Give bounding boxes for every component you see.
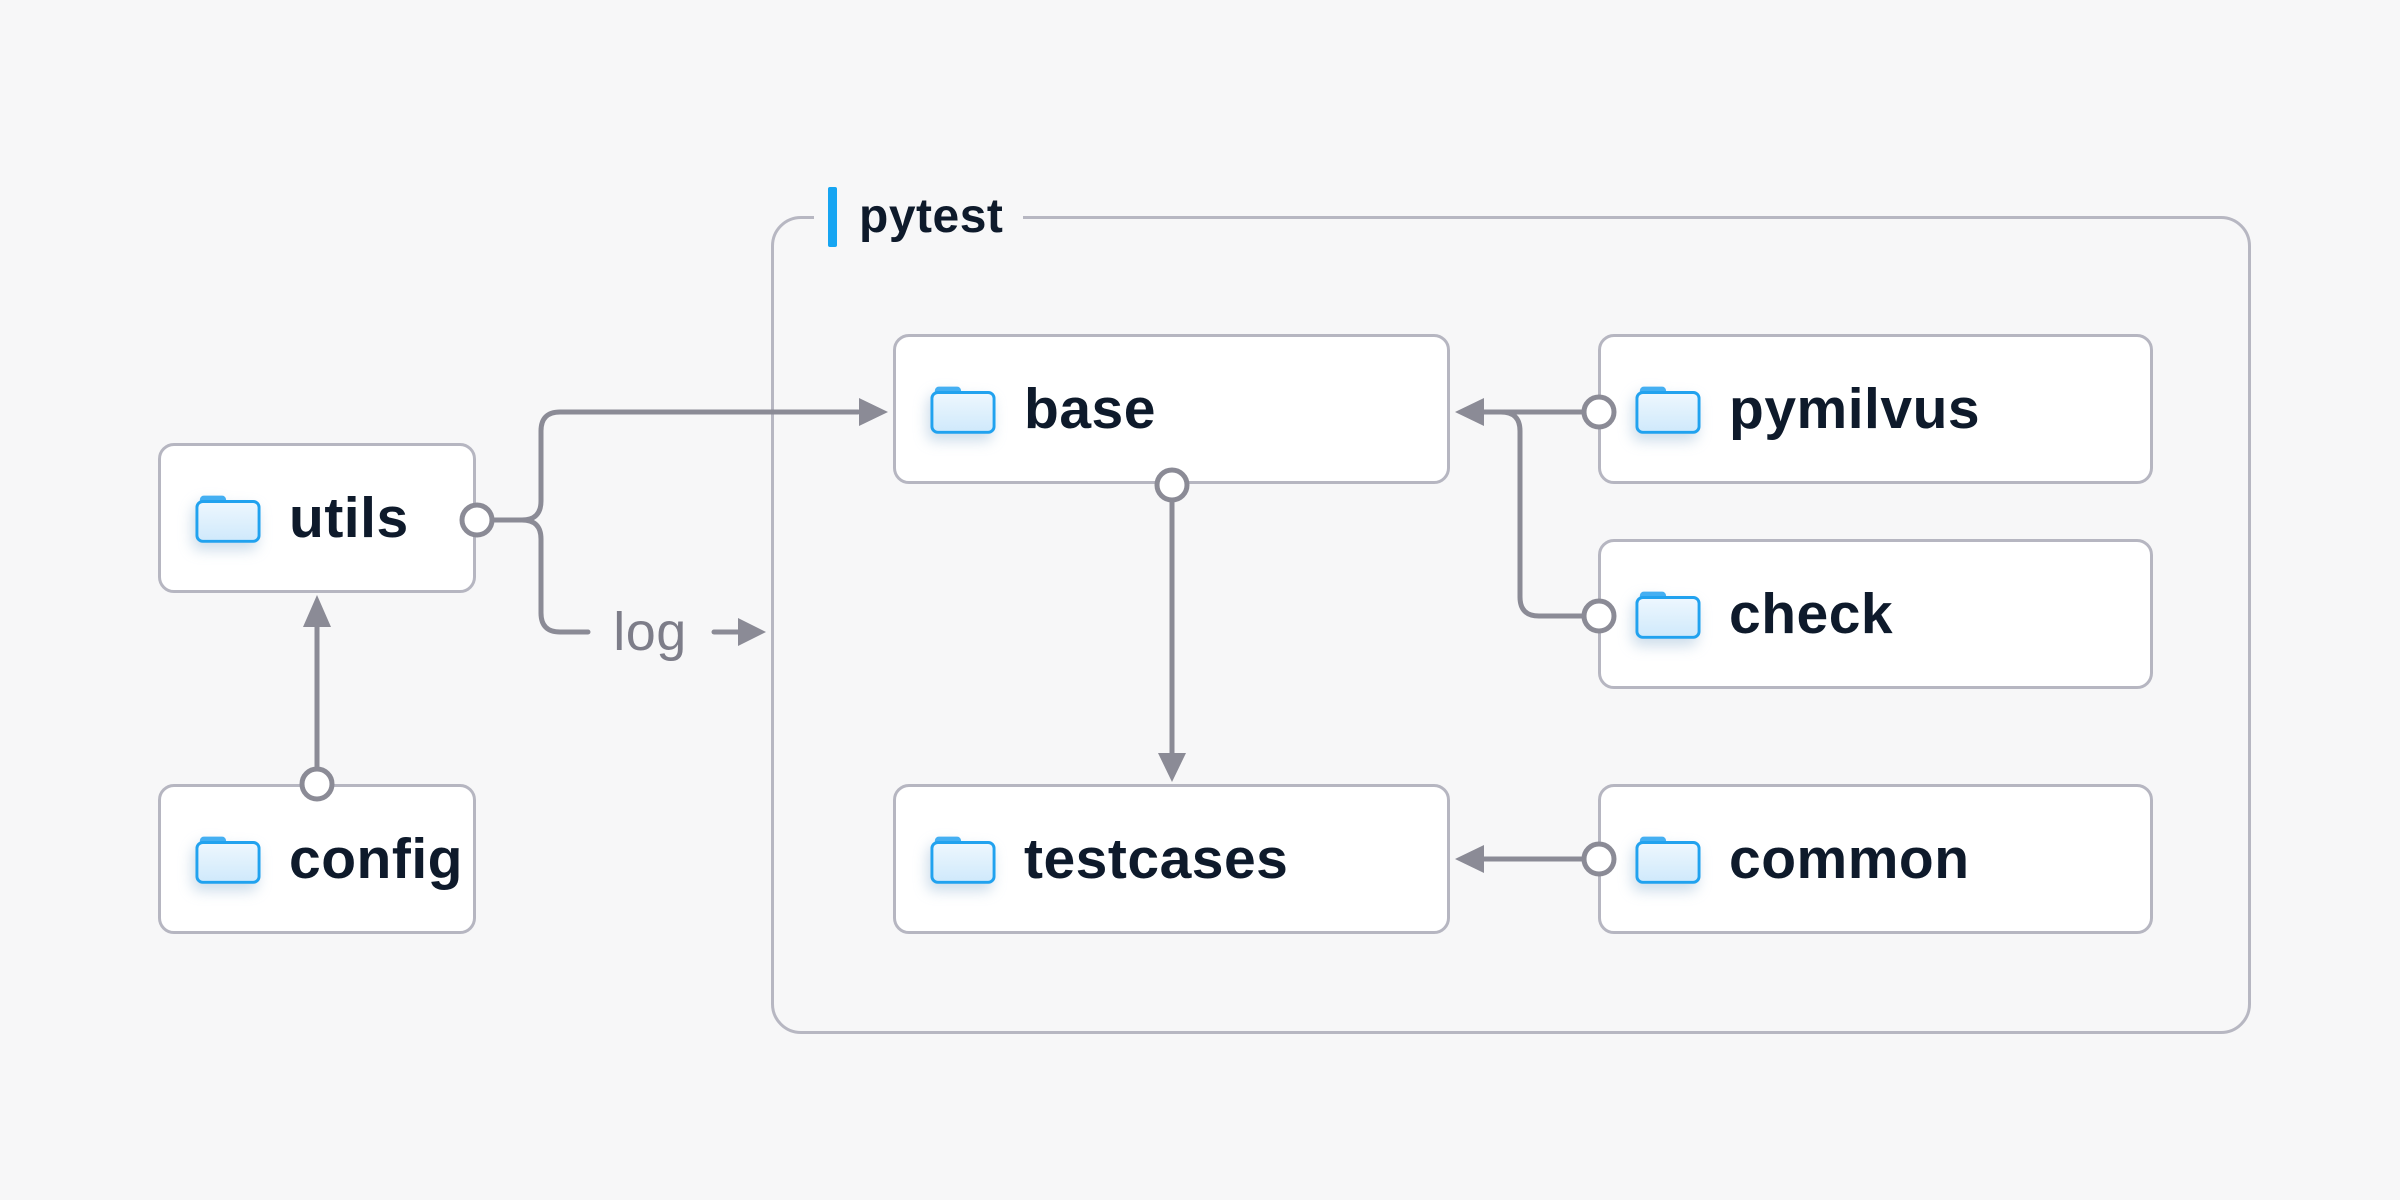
folder-icon (1635, 836, 1701, 884)
folder-icon (195, 836, 261, 884)
node-config: config (158, 784, 476, 934)
node-label: check (1729, 582, 1894, 646)
node-label: testcases (1024, 827, 1289, 891)
group-label: pytest (859, 190, 1004, 243)
node-label: utils (289, 486, 409, 550)
pytest-group-legend: pytest (814, 185, 1024, 249)
folder-icon (1635, 386, 1701, 434)
node-testcases: testcases (893, 784, 1450, 934)
folder-icon (1635, 591, 1701, 639)
folder-icon (930, 386, 996, 434)
node-base: base (893, 334, 1450, 484)
arrowhead-up-utils (303, 595, 331, 627)
node-common: common (1598, 784, 2153, 934)
node-utils: utils (158, 443, 476, 593)
edge-utils-log (519, 517, 591, 635)
node-label: pymilvus (1729, 377, 1981, 441)
edge-label-log: log (613, 602, 687, 662)
node-label: config (289, 827, 463, 891)
folder-icon (195, 495, 261, 543)
pytest-group: pytest (771, 185, 2251, 1034)
accent-bar (828, 187, 837, 247)
node-label: base (1024, 377, 1156, 441)
node-pymilvus: pymilvus (1598, 334, 2153, 484)
node-check: check (1598, 539, 2153, 689)
arrowhead-right-log (738, 618, 766, 646)
folder-icon (930, 836, 996, 884)
node-label: common (1729, 827, 1970, 891)
